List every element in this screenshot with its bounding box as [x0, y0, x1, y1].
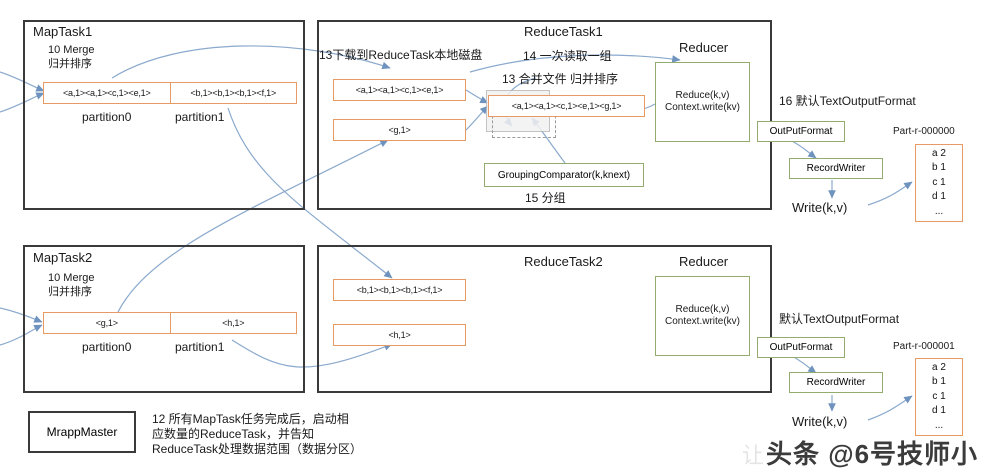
output2-outputformat-box[interactable]: OutPutFormat [757, 337, 845, 358]
output1-write-label: Write(k,v) [792, 200, 848, 215]
reducetask1-merged-file[interactable]: <a,1><a,1><c,1><e,1><g,1> [488, 95, 645, 117]
output1-part-file[interactable]: a 2 b 1 c 1 d 1 ... [915, 144, 963, 222]
output2-row-3: d 1 [932, 405, 946, 417]
output1-outputformat-box[interactable]: OutPutFormat [757, 121, 845, 142]
output1-format-label: 16 默认TextOutputFormat [779, 94, 916, 108]
reducetask1-file-a-value: <a,1><a,1><c,1><e,1> [355, 85, 444, 95]
maptask1-partition0-label: partition0 [82, 110, 132, 124]
maptask2-partition1-label: partition1 [175, 340, 225, 354]
mrappmaster-note: 12 所有MapTask任务完成后，启动相 应数量的ReduceTask，并告知… [152, 412, 363, 456]
output2-part-name: Part-r-000001 [893, 341, 955, 352]
output1-recordwriter-label: RecordWriter [806, 163, 866, 174]
maptask2-partitions[interactable]: <g,1> <h,1> [43, 312, 297, 334]
maptask1-title: MapTask1 [33, 24, 93, 39]
output1-row-4: ... [934, 205, 944, 217]
output1-recordwriter-box[interactable]: RecordWriter [789, 158, 883, 179]
maptask1-partition1-value: <b,1><b,1><b,1><f,1> [190, 88, 277, 98]
output2-write-label: Write(k,v) [792, 414, 848, 429]
reducetask2-container [317, 245, 772, 393]
output2-row-4: ... [934, 419, 944, 431]
reducetask2-reducer-box[interactable]: Reduce(k,v) Context.write(kv) [655, 276, 750, 356]
maptask1-merge-label: 10 Merge 归并排序 [48, 44, 95, 70]
maptask2-partition1-value: <h,1> [222, 318, 245, 328]
reducetask2-reducer-title: Reducer [679, 254, 729, 269]
output2-recordwriter-box[interactable]: RecordWriter [789, 372, 883, 393]
output1-outputformat-label: OutPutFormat [769, 126, 833, 137]
maptask2-partition0-value: <g,1> [44, 313, 171, 333]
output2-row-0: a 2 [932, 361, 946, 373]
output2-outputformat-label: OutPutFormat [769, 342, 833, 353]
maptask1-partitions[interactable]: <a,1><a,1><c,1><e,1> <b,1><b,1><b,1><f,1… [43, 82, 297, 104]
maptask1-partition1-label: partition1 [175, 110, 225, 124]
grouping-comparator-box[interactable]: GroupingComparator(k,knext) [484, 163, 644, 187]
reducetask1-file-b-value: <g,1> [388, 125, 411, 135]
reducetask1-download-label: 13下载到ReduceTask本地磁盘 [319, 48, 483, 62]
maptask2-title: MapTask2 [33, 250, 93, 265]
output1-part-name: Part-r-000000 [893, 126, 955, 137]
reducetask1-title: ReduceTask1 [524, 24, 603, 39]
watermark-ghost: 让 [742, 443, 765, 468]
reducetask1-file-a[interactable]: <a,1><a,1><c,1><e,1> [333, 79, 466, 101]
reducetask1-mergefile-label: 13 合并文件 归并排序 [502, 72, 619, 86]
output1-row-0: a 2 [932, 147, 946, 159]
output2-row-2: c 1 [932, 390, 946, 402]
mrappmaster-label: MrappMaster [46, 425, 118, 439]
output1-row-3: d 1 [932, 191, 946, 203]
reducetask2-file-a[interactable]: <b,1><b,1><b,1><f,1> [333, 279, 466, 301]
reducetask1-reducer-box[interactable]: Reduce(k,v) Context.write(kv) [655, 62, 750, 142]
maptask1-partition0-value: <a,1><a,1><c,1><e,1> [44, 83, 171, 103]
output1-row-1: b 1 [932, 162, 946, 174]
mrappmaster-box[interactable]: MrappMaster [28, 411, 136, 453]
reducetask1-container [317, 20, 772, 210]
maptask2-container [23, 245, 305, 393]
reducetask2-file-b[interactable]: <h,1> [333, 324, 466, 346]
reducetask1-group-label: 15 分组 [525, 191, 566, 205]
reducetask1-file-b[interactable]: <g,1> [333, 119, 466, 141]
maptask2-partition0-label: partition0 [82, 340, 132, 354]
reducetask1-reducer-title: Reducer [679, 40, 729, 55]
output2-format-label: 默认TextOutputFormat [779, 312, 900, 326]
reducetask2-reducer-body: Reduce(k,v) Context.write(kv) [664, 303, 740, 328]
reducetask1-merged-value: <a,1><a,1><c,1><e,1><g,1> [511, 101, 622, 111]
reducetask1-readgroup-label: 14 一次读取一组 [523, 49, 612, 63]
output2-recordwriter-label: RecordWriter [806, 377, 866, 388]
maptask2-merge-label: 10 Merge 归并排序 [48, 272, 95, 298]
reducetask1-reducer-body: Reduce(k,v) Context.write(kv) [664, 89, 740, 114]
maptask1-container [23, 20, 305, 210]
reducetask2-file-b-value: <h,1> [388, 330, 411, 340]
grouping-comparator-label: GroupingComparator(k,knext) [497, 169, 631, 181]
watermark-text: 头条 @6号技师小孙 [766, 439, 979, 469]
reducetask2-title: ReduceTask2 [524, 254, 603, 269]
reducetask2-file-a-value: <b,1><b,1><b,1><f,1> [356, 285, 443, 295]
output2-row-1: b 1 [932, 376, 946, 388]
output2-part-file[interactable]: a 2 b 1 c 1 d 1 ... [915, 358, 963, 436]
output1-row-2: c 1 [932, 176, 946, 188]
